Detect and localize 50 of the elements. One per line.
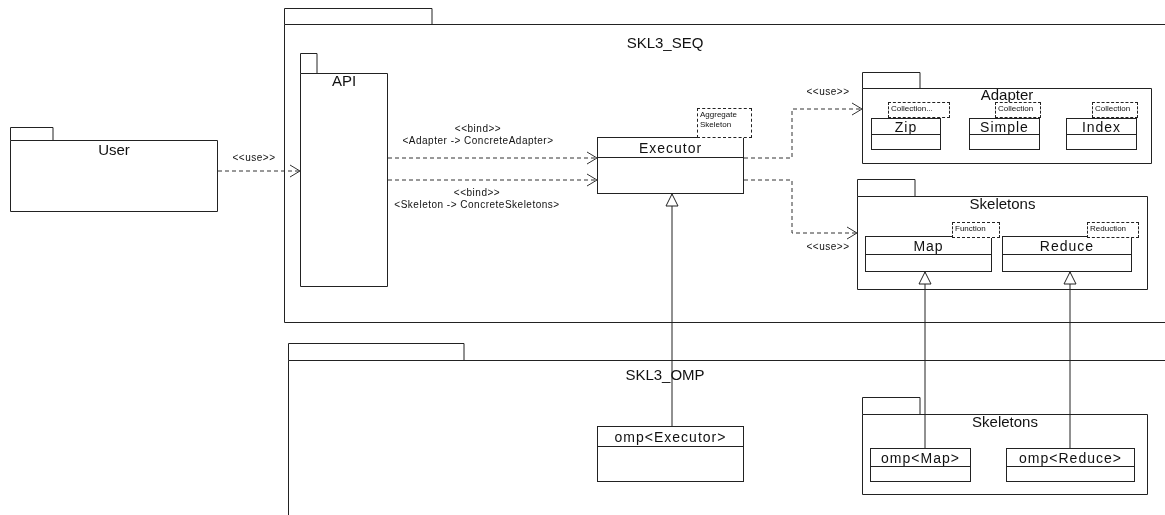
package-name: Adapter bbox=[979, 88, 1035, 102]
class-name: Executor bbox=[637, 139, 704, 158]
package-frame bbox=[300, 53, 388, 287]
class-box bbox=[870, 448, 971, 482]
template-parameter-box: Aggregate Skeleton bbox=[697, 108, 752, 138]
package-name: Skeletons bbox=[971, 415, 1039, 429]
package-frame bbox=[862, 72, 1152, 164]
generalization-arrow bbox=[665, 193, 679, 427]
generalization-arrow bbox=[1063, 271, 1077, 449]
class-box bbox=[871, 118, 941, 150]
class-box bbox=[1066, 118, 1137, 150]
package-name: SKL3_OMP bbox=[624, 368, 706, 382]
package-frame bbox=[862, 397, 1148, 495]
package-frame bbox=[10, 127, 218, 212]
edge-label: <<bind>> <Skeleton -> ConcreteSkeletons> bbox=[394, 187, 560, 211]
package-name: Skeletons bbox=[968, 197, 1037, 211]
package-name: SKL3_SEQ bbox=[625, 36, 705, 50]
template-parameter-box: Collection... bbox=[888, 102, 950, 118]
edge-label: <<use>> bbox=[806, 86, 850, 98]
class-box bbox=[865, 236, 992, 272]
class-box bbox=[1006, 448, 1135, 482]
class-name: Simple bbox=[979, 119, 1030, 135]
class-box bbox=[1002, 236, 1132, 272]
class-name: omp<Executor> bbox=[613, 428, 728, 447]
dependency-arrow bbox=[387, 151, 598, 165]
package-frame bbox=[857, 179, 1148, 290]
template-parameter-box: Collection bbox=[1092, 102, 1138, 118]
dependency-arrow bbox=[217, 164, 301, 178]
edge-label: <<use>> bbox=[806, 241, 850, 253]
class-box bbox=[597, 426, 744, 482]
template-parameter-box: Collection bbox=[995, 102, 1041, 118]
dependency-arrow bbox=[743, 179, 858, 240]
class-name: Index bbox=[1080, 119, 1123, 135]
package-name: User bbox=[97, 143, 131, 157]
dependency-arrow bbox=[743, 102, 863, 159]
template-parameter-box: Function bbox=[952, 222, 1000, 238]
generalization-arrow bbox=[918, 271, 932, 449]
dependency-arrow bbox=[387, 173, 598, 187]
class-name: Map bbox=[912, 237, 945, 255]
edge-label: <<bind>> <Adapter -> ConcreteAdapter> bbox=[402, 123, 554, 147]
class-box bbox=[597, 137, 744, 194]
template-parameter-box: Reduction bbox=[1087, 222, 1139, 238]
package-name: API bbox=[330, 74, 358, 88]
class-name: omp<Reduce> bbox=[1018, 449, 1123, 467]
edge-label: <<use>> bbox=[232, 152, 276, 164]
class-name: omp<Map> bbox=[880, 449, 961, 467]
class-name: Reduce bbox=[1038, 237, 1096, 255]
package-frame bbox=[288, 343, 1165, 515]
class-name: Zip bbox=[893, 119, 919, 135]
class-box bbox=[969, 118, 1040, 150]
